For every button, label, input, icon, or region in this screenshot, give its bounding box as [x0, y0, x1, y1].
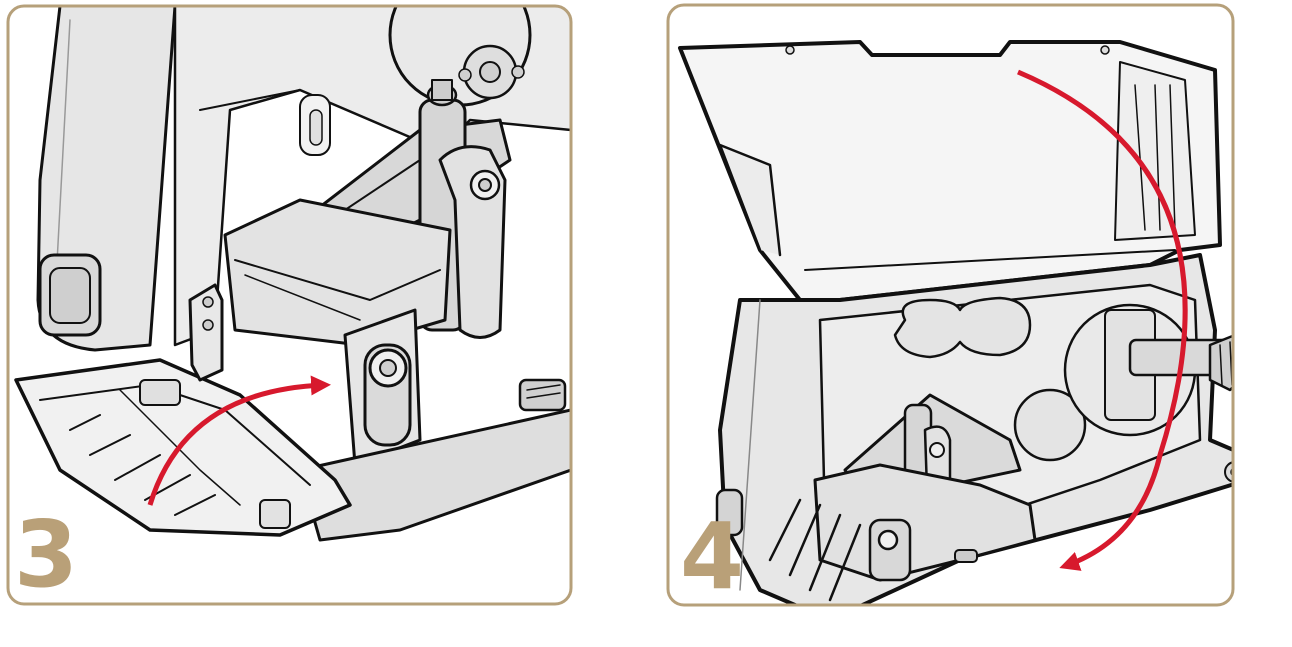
roll-cutout-top: [893, 296, 1032, 359]
step-4-number: 4: [680, 503, 744, 610]
front-vent-ribs: [768, 498, 862, 602]
printer-base: [298, 408, 571, 542]
step-3-number: 3: [14, 501, 78, 608]
cover-latch: [188, 283, 224, 382]
roll-cutout-bottom: [1013, 388, 1087, 462]
step-3-frame: [6, 4, 573, 606]
close-media-cover-arrow: [147, 375, 331, 506]
print-mechanism: [223, 198, 452, 347]
close-printer-cover-arrow: [1017, 69, 1188, 571]
spindle-end-knob: [1208, 333, 1233, 392]
media-cover-open: [14, 358, 352, 537]
step-4-panel: 4: [666, 3, 1235, 610]
step-4-frame: [666, 3, 1235, 607]
step-3-panel: 3: [6, 4, 573, 608]
